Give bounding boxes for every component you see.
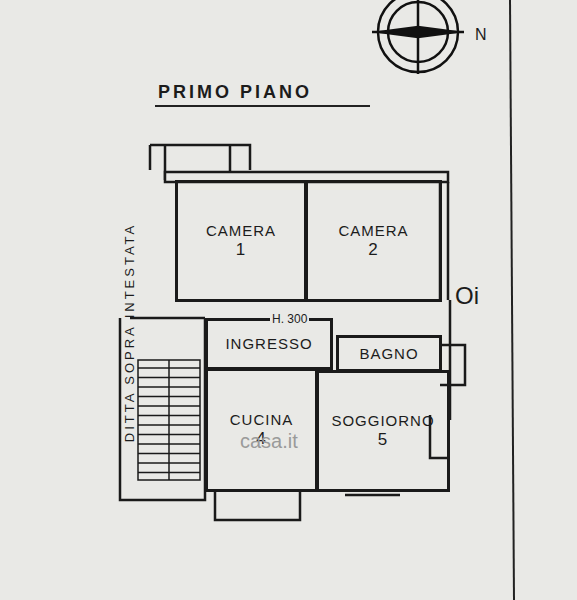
room-number: 2	[368, 240, 378, 260]
room-number: 5	[378, 430, 388, 450]
room-name: CAMERA	[206, 222, 276, 240]
compass	[372, 0, 464, 74]
margin-line	[510, 0, 514, 600]
owner-note: DITTA SOPRA INTESTATA	[122, 223, 137, 443]
room-name: CUCINA	[230, 411, 294, 429]
walls	[120, 145, 465, 520]
room-name: INGRESSO	[225, 335, 312, 353]
room-name: SOGGIORNO	[331, 412, 434, 430]
room: CAMERA1	[175, 180, 307, 302]
plan-title: PRIMO PIANO	[158, 82, 312, 103]
room: SOGGIORNO5	[316, 370, 450, 492]
room-number: 1	[236, 240, 246, 260]
staircase	[138, 360, 200, 480]
room: INGRESSO	[205, 318, 333, 370]
room-name: CAMERA	[338, 222, 408, 240]
room: CAMERA2	[305, 180, 442, 302]
watermark: casa.it	[240, 430, 298, 453]
title-underline	[155, 105, 370, 107]
ceiling-height: H. 300	[270, 312, 309, 326]
north-mark: N	[475, 26, 487, 44]
room: BAGNO	[336, 335, 442, 372]
room-name: BAGNO	[359, 345, 418, 363]
handwritten-note: Oi	[455, 282, 479, 310]
